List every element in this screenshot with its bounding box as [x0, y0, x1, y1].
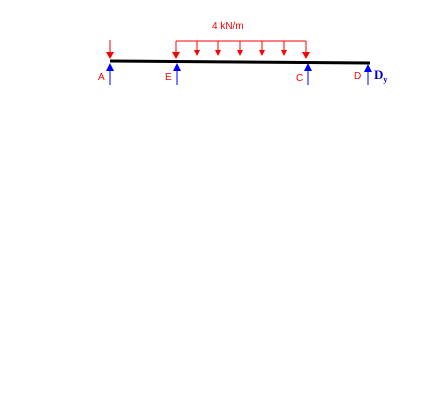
reaction-label-Dy-subscript: y	[383, 75, 387, 84]
load-arrow	[259, 41, 265, 56]
distributed-load-label: 4 kN/m	[212, 21, 244, 32]
point-label-C: C	[296, 73, 303, 84]
load-arrow	[302, 41, 310, 59]
reaction-label-Dy-symbol: D	[374, 67, 383, 82]
reaction-arrow-D	[364, 64, 372, 85]
point-label-A: A	[98, 72, 105, 83]
reaction-arrow-E	[173, 63, 181, 85]
point-label-E: E	[165, 72, 172, 83]
reaction-arrow-A	[106, 63, 114, 85]
point-load-A	[106, 40, 114, 59]
load-arrow	[172, 41, 180, 59]
load-arrow	[237, 41, 243, 56]
reaction-arrow-C	[304, 63, 312, 85]
beam	[109, 59, 371, 65]
load-arrow	[215, 41, 221, 56]
load-arrow	[281, 41, 287, 56]
distributed-load-arrows	[172, 41, 310, 59]
point-label-D: D	[354, 71, 361, 82]
load-arrow	[194, 41, 200, 56]
reaction-label-Dy: Dy	[374, 67, 387, 84]
